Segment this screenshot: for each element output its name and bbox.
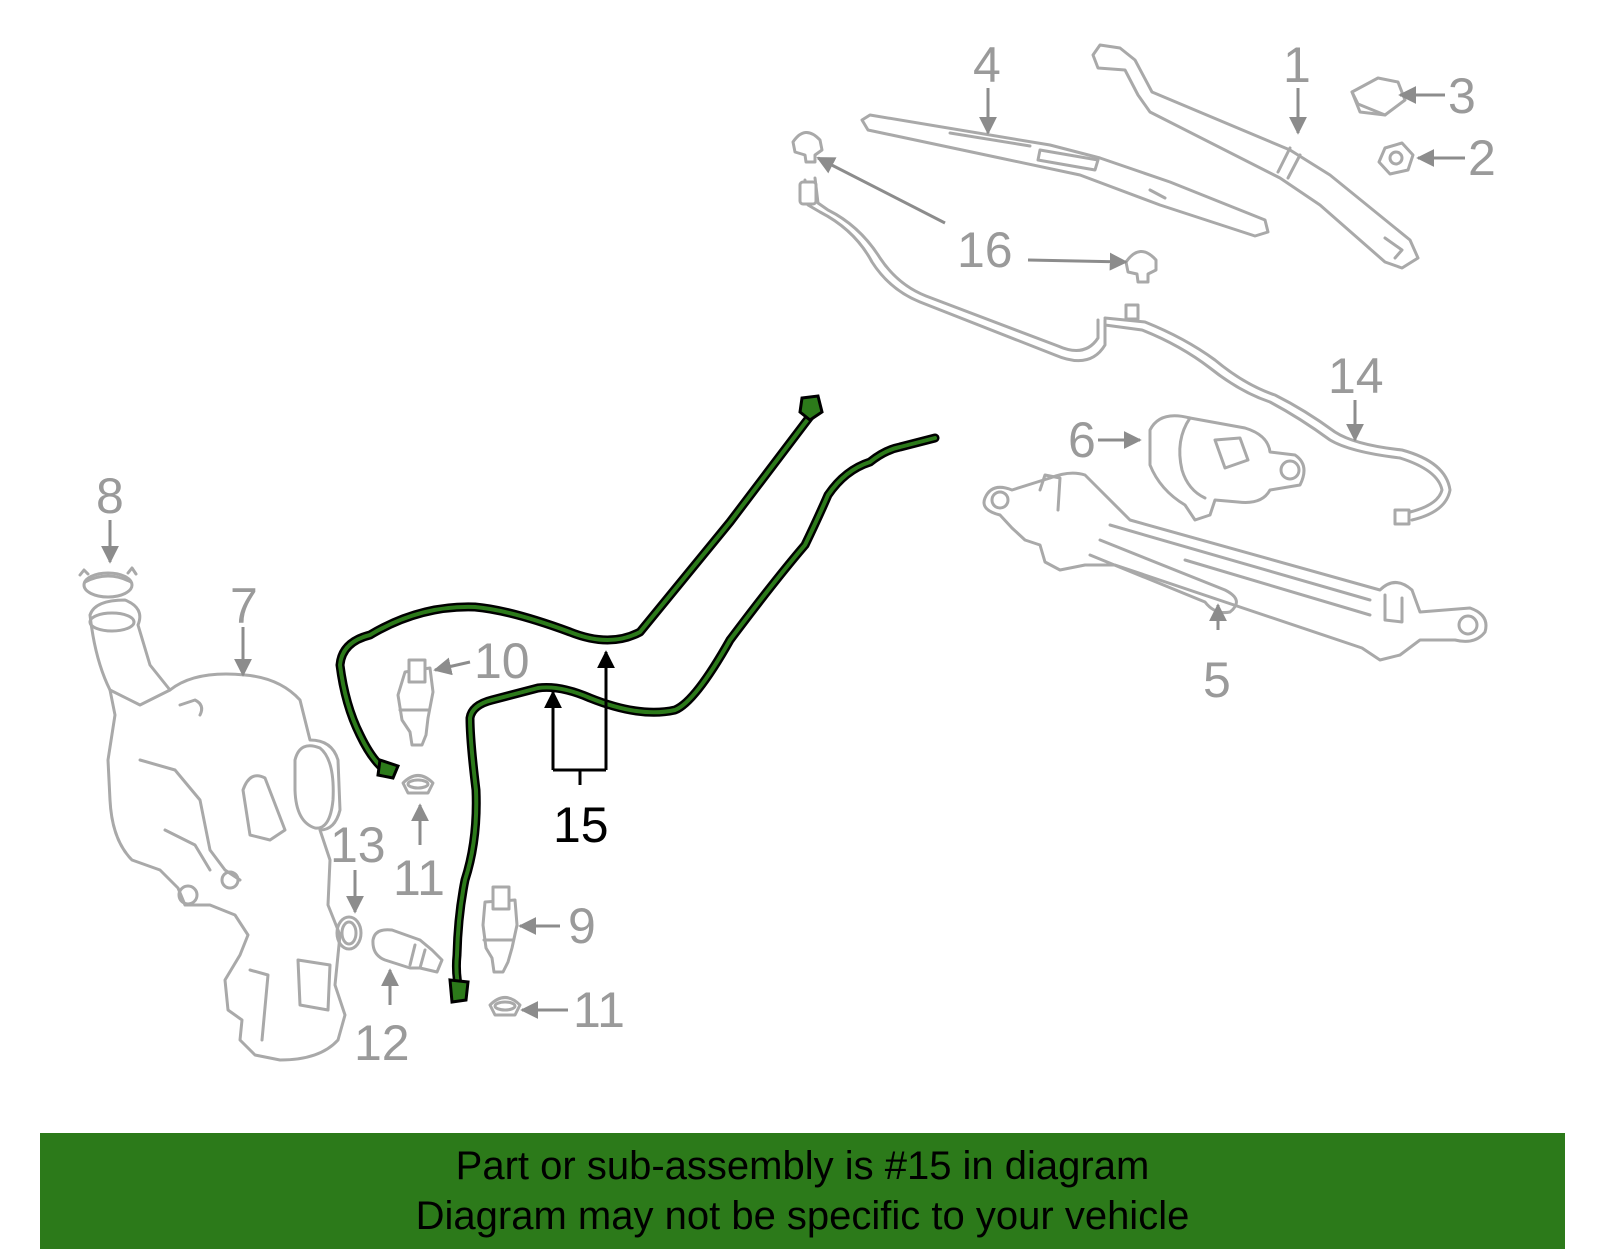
- washer-hose-part-highlighted: [335, 394, 940, 1004]
- grommet-part-lower: [488, 996, 522, 1017]
- nut-part: [1377, 141, 1415, 176]
- grommet-part-upper: [401, 774, 435, 795]
- callout-6: 6: [1068, 412, 1096, 468]
- sensor-part: [371, 928, 444, 974]
- callout-5: 5: [1203, 652, 1231, 708]
- part-info-banner: Part or sub-assembly is #15 in diagram D…: [40, 1133, 1565, 1249]
- nozzle-part-left: [791, 131, 824, 164]
- leader-lines-15: [544, 650, 615, 785]
- callout-13: 13: [330, 817, 386, 873]
- callout-1: 1: [1283, 37, 1311, 93]
- callout-10: 10: [474, 633, 530, 689]
- leader-lines: [101, 86, 1465, 1019]
- callout-12: 12: [354, 1015, 410, 1071]
- pump-9-part: [481, 885, 519, 974]
- nozzle-part-right: [1124, 250, 1158, 284]
- callout-2: 2: [1468, 130, 1496, 186]
- wiper-arm-part: [1091, 43, 1420, 270]
- callout-14: 14: [1328, 348, 1384, 404]
- wiper-blade-part: [860, 113, 1270, 238]
- callout-3: 3: [1448, 68, 1476, 124]
- banner-line-1: Part or sub-assembly is #15 in diagram: [455, 1144, 1150, 1188]
- callout-16-label: 16: [957, 222, 1013, 278]
- hose-14-part: [798, 176, 1452, 526]
- callout-8: 8: [96, 468, 124, 524]
- banner-line-2: Diagram may not be specific to your vehi…: [415, 1194, 1190, 1238]
- o-ring-part: [335, 915, 363, 951]
- reservoir-part: [88, 598, 347, 1062]
- callout-4: 4: [973, 37, 1001, 93]
- cap-part: [1350, 76, 1407, 117]
- callout-7: 7: [230, 578, 258, 634]
- callout-11-upper: 11: [393, 850, 445, 906]
- filler-cap-part: [78, 566, 138, 599]
- callout-15: 15: [553, 797, 609, 853]
- callout-11-lower: 11: [573, 982, 625, 1038]
- motor-part: [1148, 414, 1306, 522]
- pump-10-part: [396, 658, 435, 747]
- callout-9: 9: [568, 898, 596, 954]
